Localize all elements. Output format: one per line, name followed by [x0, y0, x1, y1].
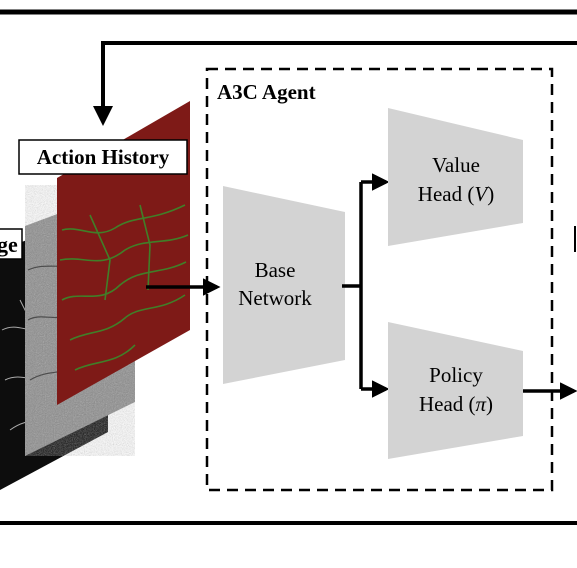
- action-history-label-box: [18, 139, 188, 175]
- base-network-line2: Network: [238, 286, 312, 310]
- policy-head-line1: Policy: [429, 363, 483, 387]
- policy-head-block: [388, 322, 523, 459]
- input-image-stack: [0, 101, 190, 490]
- split-connector: [342, 182, 363, 389]
- action-history-layer: [57, 101, 190, 405]
- vessel-overlay: [59, 204, 189, 371]
- value-head-block: [388, 108, 523, 246]
- base-network-line1: Base: [255, 258, 296, 282]
- base-network-block: [223, 186, 345, 384]
- image-label-text: ge: [0, 232, 18, 257]
- feedback-arrow: [93, 41, 577, 126]
- value-head-line2: Head (V): [418, 182, 494, 206]
- a3c-agent-title: A3C Agent: [217, 80, 316, 104]
- action-history-label: Action History: [37, 145, 170, 169]
- value-head-line1: Value: [432, 153, 480, 177]
- image-label-box: [0, 228, 23, 260]
- policy-head-line2: Head (π): [419, 392, 493, 416]
